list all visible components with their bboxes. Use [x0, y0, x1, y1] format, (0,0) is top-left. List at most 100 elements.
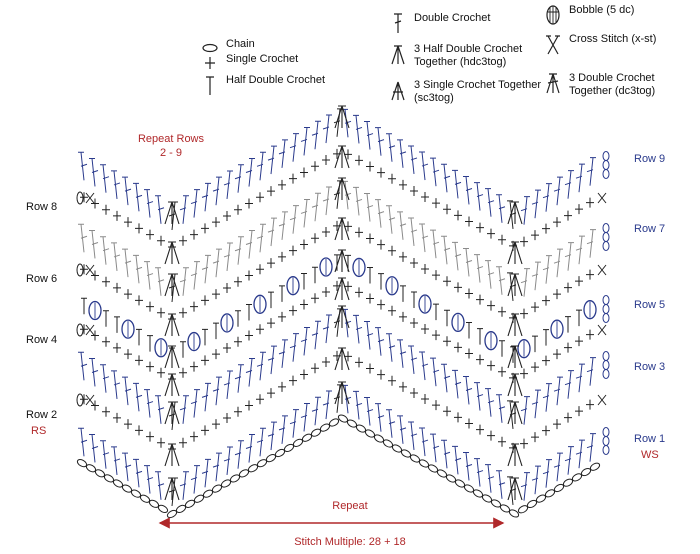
- single-crochet-mark: [476, 294, 484, 305]
- single-crochet-mark: [234, 204, 242, 215]
- three-together-mark: [164, 313, 180, 337]
- turning-chain-mark: [602, 427, 610, 437]
- double-crochet-mark: [212, 376, 222, 406]
- legend-label: Single Crochet: [226, 53, 299, 65]
- legend-label: 3 Double Crochet Together (dc3tog): [569, 72, 656, 97]
- single-crochet-mark: [531, 230, 539, 241]
- double-crochet-mark: [190, 465, 200, 494]
- three-together-mark: [507, 273, 523, 297]
- double-crochet-mark: [78, 151, 88, 181]
- row-label-9: Row 9: [634, 153, 666, 165]
- double-crochet-mark: [485, 188, 495, 217]
- single-crochet-mark: [179, 437, 187, 448]
- single-crochet-mark: [102, 406, 110, 417]
- double-crochet-mark: [575, 235, 585, 265]
- single-crochet-mark: [454, 342, 462, 353]
- single-crochet-mark: [564, 412, 572, 423]
- turning-chain-mark: [602, 360, 610, 370]
- single-crochet-mark: [146, 361, 154, 372]
- single-crochet-mark: [322, 155, 330, 166]
- single-crochet-mark: [410, 387, 418, 398]
- double-crochet-mark: [179, 395, 189, 424]
- double-crochet-mark: [256, 223, 266, 253]
- double-crochet-mark: [419, 351, 429, 381]
- single-crochet-mark: [564, 342, 572, 353]
- double-crochet-mark: [133, 254, 143, 284]
- single-crochet-mark: [80, 394, 88, 405]
- half-double-crochet-mark: [235, 310, 241, 327]
- single-crochet-mark: [432, 198, 440, 209]
- single-crochet-mark: [388, 375, 396, 386]
- three-together-mark: [164, 345, 180, 369]
- double-crochet-mark: [531, 261, 541, 291]
- single-crochet-mark: [278, 179, 286, 190]
- double-crochet-mark: [375, 127, 385, 156]
- single-crochet-mark: [135, 355, 143, 366]
- single-crochet-mark: [454, 282, 462, 293]
- single-crochet-mark: [377, 299, 385, 310]
- double-crochet-mark: [375, 403, 385, 432]
- double-crochet-mark: [311, 192, 321, 222]
- single-crochet-mark: [377, 239, 385, 250]
- double-crochet-mark: [474, 458, 484, 487]
- double-crochet-mark: [122, 376, 132, 406]
- single-crochet-mark: [234, 276, 242, 287]
- double-crochet-mark: [408, 421, 418, 451]
- single-crochet-mark: [531, 362, 539, 373]
- bobble-mark: [286, 276, 300, 296]
- single-crochet-mark: [564, 282, 572, 293]
- single-crochet-mark: [113, 282, 121, 293]
- single-crochet-mark: [366, 363, 374, 374]
- half-double-crochet-mark: [433, 303, 439, 321]
- half-double-crochet-mark: [268, 291, 274, 309]
- row-label-5: Row 5: [634, 299, 666, 311]
- single-crochet-mark: [355, 287, 363, 298]
- half-double-crochet-mark: [444, 309, 450, 327]
- double-crochet-mark: [408, 217, 418, 247]
- double-crochet-mark: [267, 345, 277, 375]
- legend-chain: Chain: [202, 38, 255, 60]
- chain-mark: [328, 418, 340, 427]
- double-crochet-mark: [133, 182, 143, 212]
- single-crochet-mark: [278, 381, 286, 392]
- single-crochet-mark: [124, 419, 132, 430]
- bobble-mark: [484, 331, 498, 351]
- single-crochet-mark: [289, 305, 297, 316]
- legend-label: Double Crochet: [414, 12, 491, 24]
- single-crochet-mark: [542, 355, 550, 366]
- single-crochet-mark: [201, 295, 209, 306]
- single-crochet-mark: [311, 233, 319, 244]
- single-crochet-mark: [80, 192, 88, 203]
- double-crochet-mark: [575, 439, 585, 469]
- single-crochet-mark: [531, 432, 539, 443]
- double-crochet-mark: [267, 145, 277, 175]
- turning-chain-mark: [602, 223, 610, 233]
- double-crochet-mark: [267, 217, 277, 247]
- half-double-crochet-mark: [81, 297, 87, 315]
- bobble-mark: [88, 300, 102, 321]
- single-crochet-mark: [344, 351, 352, 362]
- double-crochet-mark: [179, 195, 189, 224]
- single-crochet-mark: [245, 270, 253, 281]
- single-crochet-mark: [377, 167, 385, 178]
- double-crochet-mark: [542, 459, 552, 488]
- single-crochet-mark: [201, 223, 209, 234]
- single-crochet-mark: [113, 210, 121, 221]
- double-crochet-mark: [111, 446, 121, 475]
- single-crochet-mark: [487, 300, 495, 311]
- legend-half-double-crochet: Half Double Crochet: [202, 74, 325, 96]
- legend-single-crochet: Single Crochet: [202, 53, 298, 75]
- double-crochet-mark: [408, 345, 418, 375]
- cross-stitch-mark: [597, 394, 607, 406]
- single-crochet-mark: [124, 217, 132, 228]
- double-crochet-mark: [474, 182, 484, 211]
- single-crochet-mark: [432, 330, 440, 341]
- double-crochet-mark: [234, 164, 244, 193]
- single-crochet-mark: [256, 324, 264, 335]
- bobble-mark: [187, 331, 201, 352]
- ws-label: WS: [641, 449, 659, 461]
- double-crochet-mark: [223, 242, 233, 271]
- single-crochet-mark: [344, 149, 352, 160]
- double-crochet-mark: [397, 415, 407, 444]
- double-crochet-mark: [89, 157, 99, 187]
